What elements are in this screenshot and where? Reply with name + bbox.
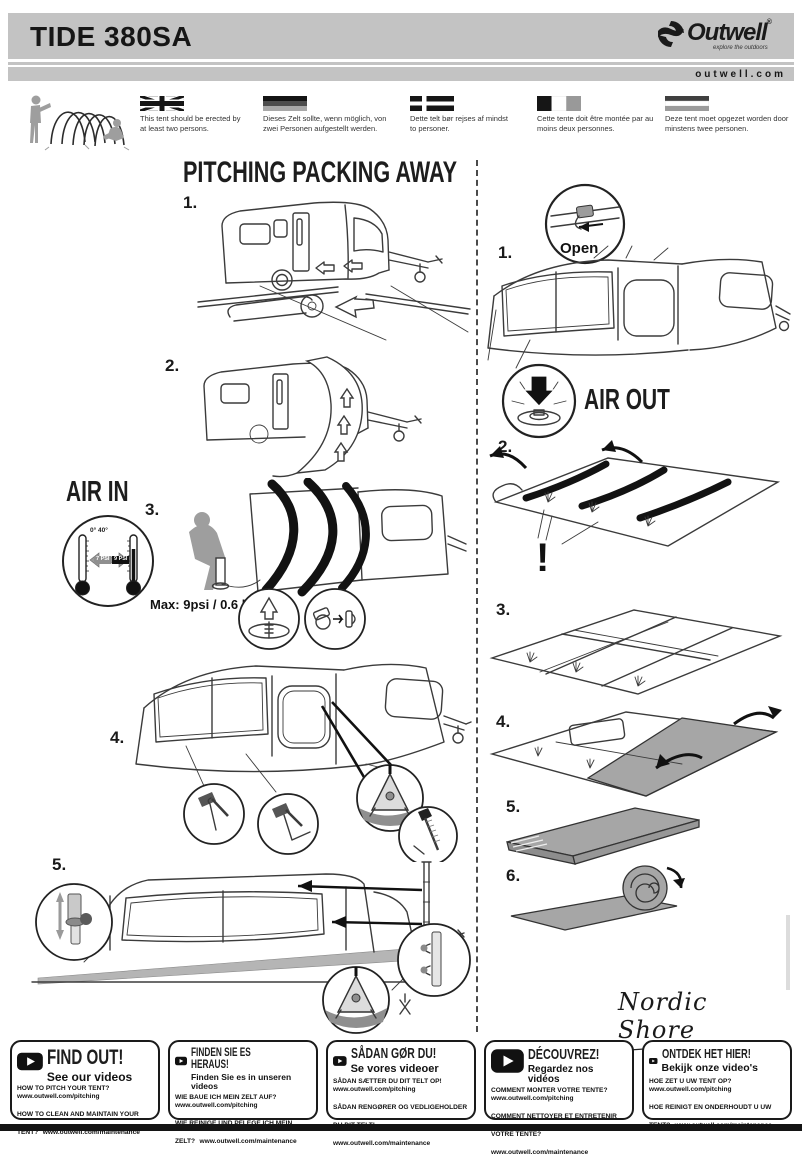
pitch-step-1-label: 1. [183, 193, 198, 212]
video-url-1: www.outwell.com/pitching [175, 1102, 258, 1110]
pack-step-6-label: 6. [506, 866, 521, 885]
pack-step-5-label: 5. [506, 797, 521, 816]
play-icon [175, 1056, 187, 1066]
psi-low-chip: 7 PSI [94, 556, 112, 564]
video-subheading: Finden Sie es in unseren videos [191, 1072, 292, 1092]
page-title: TIDE 380SA [30, 21, 193, 52]
temp-range-label: 0° 40° [90, 527, 108, 534]
valve-detail-circles [236, 586, 368, 657]
pack-step-1-illustration [486, 244, 794, 381]
pack-step-3-illustration [486, 602, 788, 703]
warning-text-en: This tent should be erected by at least … [140, 114, 241, 133]
video-question-1: WIE BAUE ICH MEIN ZELT AUF? [175, 1093, 277, 1101]
collection-signature: Nordic Shore [618, 988, 793, 1071]
pitch-step-4-label: 4. [110, 728, 125, 747]
video-question-2: HOW TO CLEAN AND MAINTAIN YOUR TENT? [17, 1111, 139, 1137]
video-heading: SÅDAN GØR DU! [350, 1046, 436, 1062]
video-question-1: COMMENT MONTER VOTRE TENTE? [491, 1087, 608, 1094]
video-url-2: www.outwell.com/maintenance [491, 1149, 589, 1157]
pump-temperature-gauge [60, 513, 156, 614]
video-question-1: HOE ZET U UW TENT OP? [649, 1078, 732, 1085]
warning-text-de: Dieses Zelt sollte, wenn möglich, von zw… [263, 114, 387, 133]
pack-step-4-label: 4. [496, 712, 511, 731]
play-icon [333, 1056, 347, 1066]
video-url-1: www.outwell.com/pitching [491, 1095, 574, 1103]
netherlands-flag-icon [664, 96, 710, 116]
pack-step-4-illustration [486, 702, 788, 807]
video-url-1: www.outwell.com/pitching [17, 1093, 100, 1101]
pack-step-5-illustration [495, 798, 712, 873]
psi-high-chip: 9 PSI [112, 556, 130, 564]
main-title: PITCHING PACKING AWAY [183, 156, 458, 189]
video-subheading: Regardez nos vidéos [527, 1064, 594, 1085]
video-box-da: SÅDAN GØR DU! Se vores videoer SÅDAN SÆT… [326, 1040, 476, 1147]
warning-text-nl: Deze tent moet opgezet worden door minst… [665, 114, 789, 133]
pitch-step-3-label: 3. [145, 500, 160, 519]
video-box-en: FIND OUT! See our videos HOW TO PITCH YO… [10, 1040, 160, 1136]
brand-logo: Outwell® explore the outdoors [655, 17, 787, 57]
video-url-1: www.outwell.com/pitching [649, 1086, 732, 1094]
france-flag-icon [537, 95, 581, 116]
warning-text-da: Dette telt bør rejses af mindst to perso… [410, 114, 508, 133]
video-url-2: www.outwell.com/maintenance [333, 1140, 431, 1148]
signature-text: Nordic Shore [618, 988, 708, 1044]
outwell-swoosh-icon [658, 20, 684, 48]
video-subheading: See our videos [46, 1070, 133, 1084]
website-bar: outwell.com [8, 67, 794, 81]
video-heading: FINDEN SIE ES HERAUS! [191, 1047, 251, 1072]
pitch-step-1-illustration [196, 190, 471, 357]
max-pressure-label: Max: 9psi / 0.6 bar [150, 597, 262, 612]
video-url-2: www.outwell.com/maintenance [42, 1129, 140, 1137]
open-label: Open [560, 240, 599, 257]
header-strip [8, 62, 794, 65]
pack-step-2-illustration [486, 440, 788, 557]
pack-step-3-label: 3. [496, 600, 511, 619]
play-icon [17, 1052, 43, 1071]
bottom-rule [0, 1124, 802, 1131]
uk-flag-icon [139, 93, 185, 116]
pitch-step-4-illustration [126, 646, 472, 867]
germany-flag-icon [263, 96, 307, 116]
pitch-step-5-label: 5. [52, 855, 67, 874]
pack-step-1-label: 1. [498, 243, 513, 262]
header-bar [8, 13, 794, 59]
pitch-step-5-illustration [26, 850, 473, 1041]
open-valve-detail [543, 182, 627, 271]
print-code [786, 915, 790, 990]
play-icon [649, 1057, 658, 1065]
warning-text-fr: Cette tente doit être montée par au moin… [537, 114, 654, 133]
play-icon [491, 1049, 524, 1073]
attention-mark: ! [536, 536, 550, 580]
video-box-fr: DÉCOUVREZ! Regardez nos vidéos COMMENT M… [484, 1040, 634, 1156]
website-url: outwell.com [695, 69, 786, 80]
video-question-1: HOW TO PITCH YOUR TENT? [17, 1085, 110, 1092]
video-heading: FIND OUT! [46, 1046, 124, 1069]
air-out-valve-detail [500, 362, 578, 445]
column-divider [476, 160, 478, 1032]
pitch-step-3-illustration [150, 477, 468, 605]
video-subheading: Se vores videoer [350, 1062, 439, 1075]
video-url-1: www.outwell.com/pitching [333, 1086, 416, 1094]
two-persons-illustration [25, 92, 137, 157]
video-box-nl: ONTDEK HET HIER! Bekijk onze video's HOE… [642, 1040, 792, 1129]
video-heading: DÉCOUVREZ! [527, 1046, 600, 1063]
pitch-step-2-illustration [185, 352, 475, 485]
video-subheading: Bekijk onze video's [661, 1062, 758, 1074]
video-url-2: www.outwell.com/maintenance [199, 1138, 297, 1146]
video-heading: ONTDEK HET HIER! [661, 1046, 751, 1061]
pack-step-6-illustration [495, 858, 722, 941]
pitch-step-2-label: 2. [165, 356, 180, 375]
video-box-de: FINDEN SIE ES HERAUS! Finden Sie es in u… [168, 1040, 318, 1145]
denmark-flag-icon [410, 96, 454, 116]
brand-name: Outwell® [687, 19, 772, 46]
brand-tagline: explore the outdoors [713, 45, 768, 51]
air-in-label: AIR IN [66, 476, 129, 508]
air-out-label: AIR OUT [584, 384, 670, 416]
video-question-1: SÅDAN SÆTTER DU DIT TELT OP! [333, 1078, 442, 1085]
